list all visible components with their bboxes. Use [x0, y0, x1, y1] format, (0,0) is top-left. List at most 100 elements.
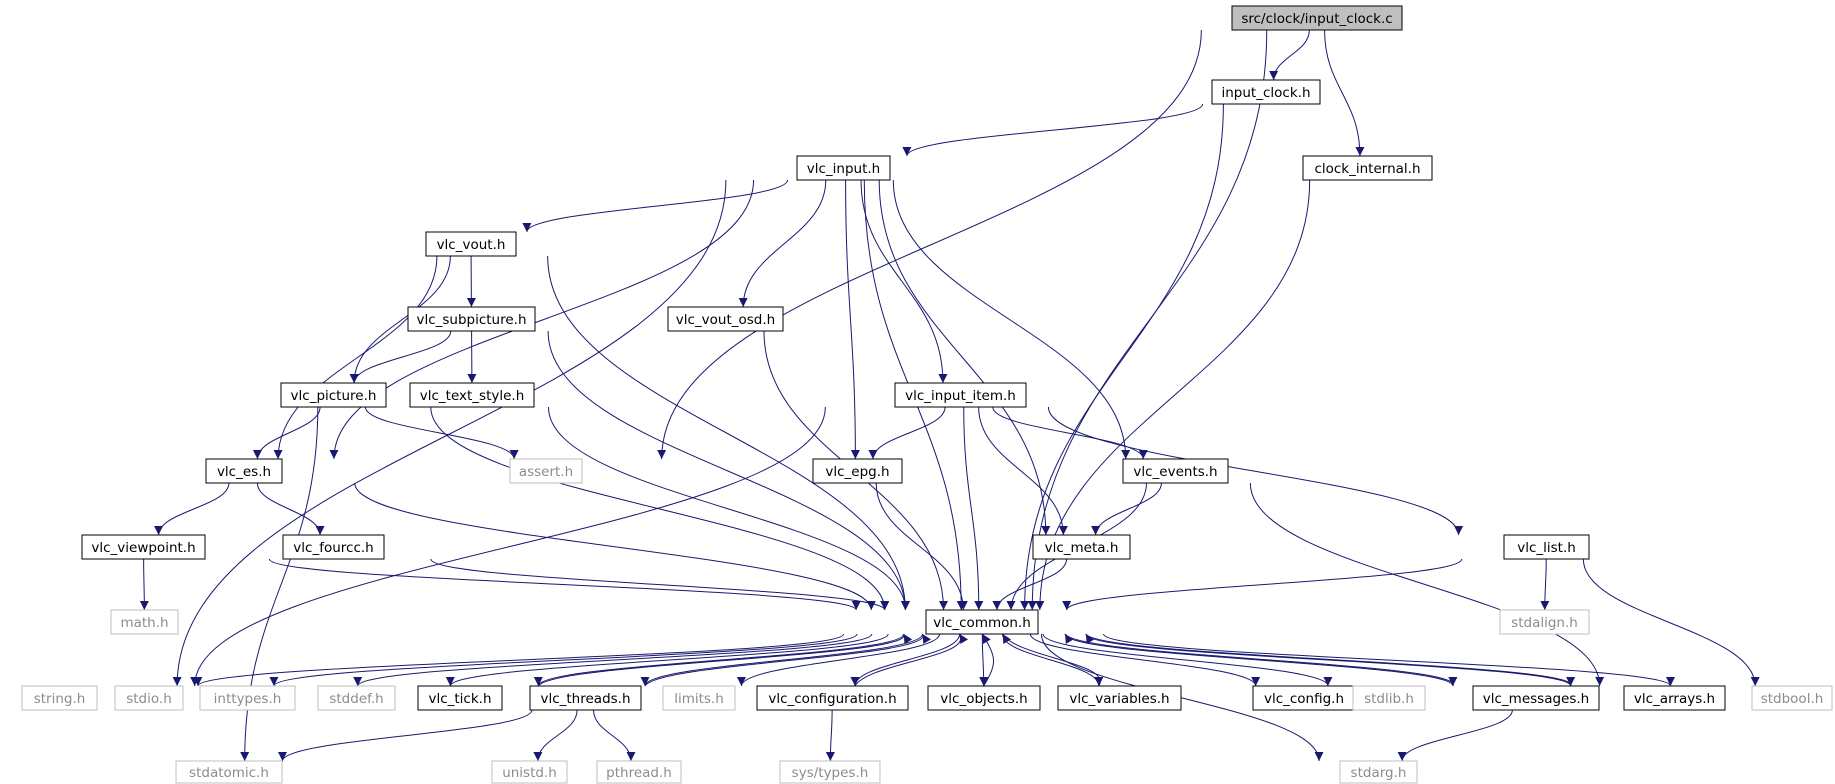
- node-label: input_clock.h: [1222, 85, 1311, 101]
- edge-vlc_common_h-to-vlc_arrays_h: [1085, 633, 1575, 687]
- node-label: vlc_text_style.h: [420, 388, 525, 404]
- node-vlc-messages-h[interactable]: vlc_messages.h: [1472, 685, 1600, 711]
- edge-vlc_common_h-to-vlc_tick_h: [533, 633, 905, 687]
- node-vlc-events-h[interactable]: vlc_events.h: [1122, 458, 1229, 484]
- edge-vlc_input_h-to-vlc_input_item_h: [860, 179, 948, 384]
- edge-vlc_common_h-to-vlc_objects_h: [979, 633, 989, 687]
- edge-vlc_common_h-to-stdbool_h: [1103, 633, 1675, 687]
- node-label: unistd.h: [502, 765, 557, 781]
- node-stddef-h: stddef.h: [317, 685, 396, 711]
- node-box: [1057, 685, 1182, 711]
- edge-vlc_input_item_h-to-vlc_events_h: [992, 406, 1148, 460]
- node-vlc-configuration-h[interactable]: vlc_configuration.h: [756, 685, 909, 711]
- edge-vlc_vout_h-to-vlc_picture_h: [349, 255, 451, 384]
- node-box: [1032, 534, 1131, 560]
- edge-vlc_configuration_h-to-vlc_common_h: [854, 633, 969, 687]
- node-label: inttypes.h: [214, 691, 282, 707]
- node-vlc-objects-h[interactable]: vlc_objects.h: [927, 685, 1041, 711]
- node-box: [205, 458, 283, 484]
- node-label: math.h: [120, 615, 168, 631]
- node-input-clock-h[interactable]: input_clock.h: [1211, 79, 1321, 105]
- node-vlc-tick-h[interactable]: vlc_tick.h: [417, 685, 503, 711]
- node-box: [1472, 685, 1600, 711]
- edge-vlc_input_item_h-to-vlc_list_h: [1047, 406, 1464, 536]
- node-vlc-subpicture-h[interactable]: vlc_subpicture.h: [407, 306, 536, 332]
- node-label: assert.h: [519, 464, 573, 480]
- node-vlc-input-h[interactable]: vlc_input.h: [796, 155, 891, 181]
- edge-vlc_input_h-to-vlc_epg_h: [845, 179, 860, 460]
- node-unistd-h: unistd.h: [491, 760, 568, 784]
- edge-vlc_list_h-to-stdbool_h: [1582, 558, 1760, 687]
- edge-vlc_subpicture_h-to-vlc_common_h: [547, 330, 910, 611]
- node-stdarg-h: stdarg.h: [1339, 760, 1418, 784]
- node-vlc-arrays-h[interactable]: vlc_arrays.h: [1623, 685, 1726, 711]
- edge-vlc_es_h-to-vlc_fourcc_h: [256, 482, 325, 536]
- node-box: [1231, 5, 1403, 31]
- node-vlc-viewpoint-h[interactable]: vlc_viewpoint.h: [81, 534, 206, 560]
- edge-vlc_arrays_h-to-vlc_common_h: [1085, 633, 1572, 687]
- edge-vlc_viewpoint_h-to-math_h: [139, 558, 149, 611]
- node-vlc-picture-h[interactable]: vlc_picture.h: [280, 382, 387, 408]
- edge-vlc_fourcc_h-to-vlc_common_h: [430, 558, 890, 611]
- node-stdlib-h: stdlib.h: [1352, 685, 1426, 711]
- edge-vlc_threads_h-to-vlc_common_h: [644, 633, 931, 687]
- edge-vlc_variables_h-to-vlc_common_h: [1002, 633, 1101, 687]
- node-stdbool-h: stdbool.h: [1751, 685, 1833, 711]
- node-box: [81, 534, 206, 560]
- node-vlc-vout-osd-h[interactable]: vlc_vout_osd.h: [667, 306, 784, 332]
- node-assert-h: assert.h: [509, 458, 583, 484]
- edge-vlc_input_h-to-vlc_vout_h: [522, 179, 789, 233]
- node-label: limits.h: [674, 691, 724, 707]
- node-label: src/clock/input_clock.c: [1241, 11, 1392, 27]
- edges-layer: [139, 29, 1760, 762]
- node-vlc-epg-h[interactable]: vlc_epg.h: [812, 458, 903, 484]
- node-box: [282, 534, 385, 560]
- edge-vlc_input_h-to-vlc_vout_osd_h: [738, 179, 827, 308]
- node-vlc-text-style-h[interactable]: vlc_text_style.h: [409, 382, 535, 408]
- node-vlc-variables-h[interactable]: vlc_variables.h: [1057, 685, 1182, 711]
- edge-vlc_es_h-to-vlc_viewpoint_h: [154, 482, 230, 536]
- node-label: vlc_common.h: [933, 615, 1031, 631]
- node-label: vlc_threads.h: [540, 691, 630, 707]
- node-box: [280, 382, 387, 408]
- node-box: [1302, 155, 1433, 181]
- edge-vlc_input_item_h-to-vlc_meta_h: [978, 406, 1068, 536]
- node-label: vlc_epg.h: [825, 464, 889, 480]
- node-box: [199, 685, 296, 711]
- node-vlc-config-h[interactable]: vlc_config.h: [1252, 685, 1356, 711]
- node-vlc-threads-h[interactable]: vlc_threads.h: [529, 685, 642, 711]
- node-string-h: string.h: [21, 685, 98, 711]
- node-box: [425, 231, 517, 257]
- node-vlc-vout-h[interactable]: vlc_vout.h: [425, 231, 517, 257]
- edge-vlc_common_h-to-vlc_config_h: [1029, 633, 1261, 687]
- node-box: [1352, 685, 1426, 711]
- node-label: vlc_variables.h: [1069, 691, 1169, 707]
- node-label: stdalign.h: [1511, 615, 1578, 631]
- node-inttypes-h: inttypes.h: [199, 685, 296, 711]
- node-vlc-meta-h[interactable]: vlc_meta.h: [1032, 534, 1131, 560]
- node-box: [529, 685, 642, 711]
- node-label: vlc_es.h: [217, 464, 271, 480]
- node-vlc-common-h[interactable]: vlc_common.h: [925, 609, 1039, 635]
- node-label: stdarg.h: [1351, 765, 1407, 781]
- node-label: pthread.h: [606, 765, 672, 781]
- edge-vlc_common_h-to-stdio_h: [269, 633, 858, 687]
- node-input-clock-c[interactable]: src/clock/input_clock.c: [1231, 5, 1403, 31]
- edge-vlc_threads_h-to-stdatomic_h: [278, 709, 533, 762]
- node-box: [1122, 458, 1229, 484]
- node-vlc-list-h[interactable]: vlc_list.h: [1503, 534, 1590, 560]
- edge-vlc_common_h-to-stddef_h: [445, 633, 889, 687]
- node-clock-internal-h[interactable]: clock_internal.h: [1302, 155, 1433, 181]
- node-vlc-es-h[interactable]: vlc_es.h: [205, 458, 283, 484]
- edge-vlc_meta_h-to-vlc_common_h: [992, 558, 1068, 611]
- node-box: [417, 685, 503, 711]
- edge-input_clock_c-to-input_clock_h: [1269, 29, 1310, 81]
- edge-vlc_common_h-to-inttypes_h: [353, 633, 873, 687]
- node-stdio-h: stdio.h: [114, 685, 184, 711]
- node-label: vlc_input_item.h: [905, 388, 1016, 404]
- node-box: [894, 382, 1027, 408]
- node-vlc-input-item-h[interactable]: vlc_input_item.h: [894, 382, 1027, 408]
- edge-vlc_input_h-to-vlc_es_h: [329, 179, 755, 460]
- node-vlc-fourcc-h[interactable]: vlc_fourcc.h: [282, 534, 385, 560]
